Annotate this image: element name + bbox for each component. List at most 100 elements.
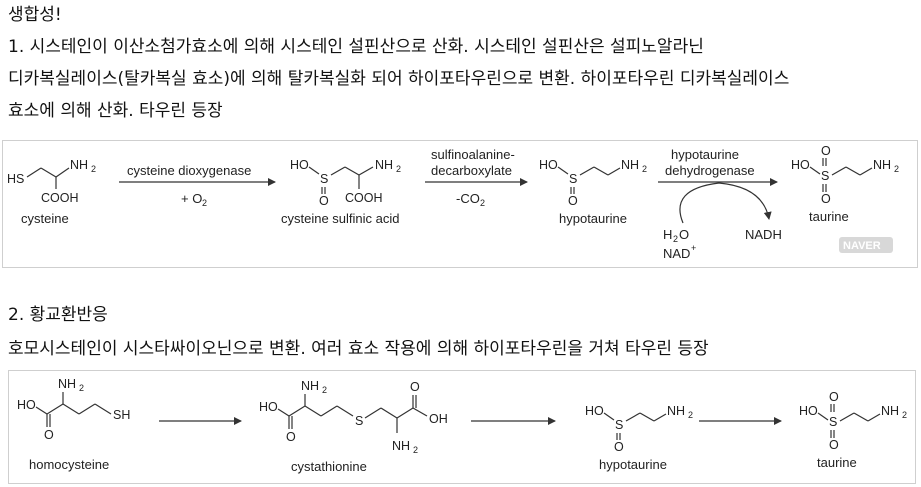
bond-line xyxy=(94,403,112,415)
atom-cooh: COOH xyxy=(345,191,383,205)
enzyme-hypotaurine-l2: dehydrogenase xyxy=(665,163,755,178)
label-homocysteine: homocysteine xyxy=(29,457,109,472)
atom-hs: HS xyxy=(7,172,24,186)
naver-watermark: NAVER xyxy=(843,240,881,252)
reactant-water-sub: 2 xyxy=(673,234,678,244)
atom-nh2: NH xyxy=(58,377,76,391)
atom-nh2-sub: 2 xyxy=(902,410,907,420)
label-cystathionine: cystathionine xyxy=(291,459,367,474)
bond-line xyxy=(831,166,847,176)
atom-s: S xyxy=(821,169,829,183)
bond-line xyxy=(412,407,428,417)
bond-line xyxy=(625,412,641,422)
atom-nh2: NH xyxy=(375,158,393,172)
label-cysteine-sulfinic-acid: cysteine sulfinic acid xyxy=(281,211,400,226)
label-cysteine: cysteine xyxy=(21,211,69,226)
atom-o-top: O xyxy=(829,390,839,404)
bond-line xyxy=(867,413,881,422)
atom-o: O xyxy=(319,194,329,208)
bond-line xyxy=(603,412,615,421)
bond-line xyxy=(330,166,346,176)
sec2-title: 2. 황교환반응 xyxy=(8,305,108,325)
bond-line xyxy=(304,405,322,417)
bond-line xyxy=(26,167,42,178)
bond-line xyxy=(579,166,595,176)
label-hypotaurine: hypotaurine xyxy=(599,457,667,472)
enzyme-sulfinoalanine-l2: decarboxylate xyxy=(431,163,512,178)
bond-line xyxy=(639,412,655,422)
product-nadh: NADH xyxy=(745,227,782,242)
atom-o: O xyxy=(568,194,578,208)
bond-line xyxy=(859,167,873,176)
bond-line xyxy=(839,412,855,422)
atom-nh2-bottom: NH xyxy=(392,439,410,453)
atom-nh2-sub: 2 xyxy=(688,410,693,420)
atom-o-bottom: O xyxy=(829,438,839,452)
atom-ho: HO xyxy=(259,400,278,414)
reactant-water: H xyxy=(663,227,672,242)
bond-line xyxy=(845,166,861,176)
atom-nh2-sub: 2 xyxy=(642,164,647,174)
atom-ho: HO xyxy=(585,404,604,418)
cofactor-o2: + O xyxy=(181,191,202,206)
atom-nh2-sub: 2 xyxy=(79,383,84,393)
bond-line xyxy=(358,166,374,176)
label-hypotaurine: hypotaurine xyxy=(559,211,627,226)
reactant-water-end: O xyxy=(679,227,689,242)
cysteine-structure: HS NH 2 COOH cysteine xyxy=(7,158,96,226)
bond-line xyxy=(853,412,869,422)
atom-o-right: O xyxy=(410,380,420,394)
bond-line xyxy=(55,167,70,178)
atom-o: O xyxy=(614,440,624,454)
bond-line xyxy=(557,166,569,175)
atom-nh2-top: NH xyxy=(301,379,319,393)
heading-biosynthesis: 생합성! xyxy=(8,5,62,25)
bond-line xyxy=(817,412,829,421)
bond-line xyxy=(344,166,360,176)
scheme2-svg: HO O NH 2 SH homocysteine HO O NH 2 S NH… xyxy=(17,377,907,474)
atom-nh2-sub: 2 xyxy=(894,164,899,174)
atom-nh2-sub: 2 xyxy=(91,164,96,174)
bond-line xyxy=(336,405,354,417)
hypotaurine-structure-2: HO S O NH 2 hypotaurine xyxy=(585,404,693,472)
bond-line xyxy=(40,167,57,178)
scheme1-svg: HS NH 2 COOH cysteine cysteine dioxygena… xyxy=(7,144,899,261)
bond-line xyxy=(593,166,609,176)
sec1-line1: 1. 시스테인이 이산소첨가효소에 의해 시스테인 설핀산으로 산화. 시스테인… xyxy=(8,37,704,57)
label-taurine: taurine xyxy=(817,455,857,470)
atom-nh2-sub: 2 xyxy=(396,164,401,174)
arrow-hypotaurine-dehydrogenase: hypotaurine dehydrogenase H 2 O NAD + NA… xyxy=(658,147,782,261)
atom-s: S xyxy=(320,172,328,186)
atom-o-left: O xyxy=(286,430,296,444)
reactant-nad-sup: + xyxy=(691,243,696,253)
enzyme-hypotaurine-l1: hypotaurine xyxy=(671,147,739,162)
atom-sh: SH xyxy=(113,408,130,422)
cofactor-o2-sub: 2 xyxy=(202,198,207,208)
atom-nh2-top-sub: 2 xyxy=(322,385,327,395)
arrow-cysteine-dioxygenase: cysteine dioxygenase + O 2 xyxy=(119,163,276,208)
atom-o-top: O xyxy=(821,144,831,158)
atom-ho: HO xyxy=(791,158,810,172)
bond-line xyxy=(380,407,398,419)
cystathionine-structure: HO O NH 2 S NH 2 O OH cystathionine xyxy=(259,379,448,474)
atom-ho: HO xyxy=(290,158,309,172)
bond-line xyxy=(35,406,48,415)
atom-nh2: NH xyxy=(70,158,88,172)
atom-nh2-bottom-sub: 2 xyxy=(413,445,418,455)
bond-line xyxy=(78,403,96,415)
atom-s: S xyxy=(355,414,363,428)
atom-nh2: NH xyxy=(621,158,639,172)
cysteine-sulfinic-acid-structure: HO S O NH 2 COOH cysteine sulfinic acid xyxy=(281,158,401,226)
homocysteine-structure: HO O NH 2 SH homocysteine xyxy=(17,377,130,472)
atom-nh2: NH xyxy=(873,158,891,172)
bond-line xyxy=(653,413,667,422)
atom-s: S xyxy=(615,418,623,432)
bond-line xyxy=(288,405,306,417)
hypotaurine-structure: HO S O NH 2 hypotaurine xyxy=(539,158,647,226)
byproduct-co2-sub: 2 xyxy=(480,198,485,208)
atom-cooh: COOH xyxy=(41,191,79,205)
enzyme-cysteine-dioxygenase: cysteine dioxygenase xyxy=(127,163,251,178)
atom-ho: HO xyxy=(799,404,818,418)
atom-o-bottom: O xyxy=(821,192,831,206)
bond-line xyxy=(62,403,80,415)
